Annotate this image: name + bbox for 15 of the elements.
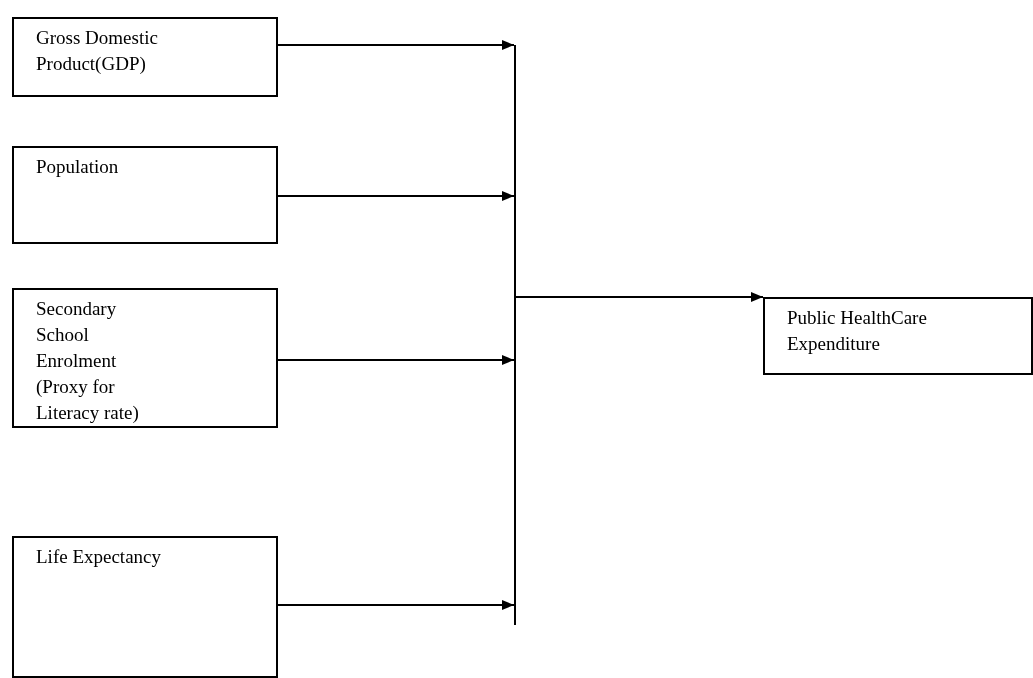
box-label: Secondary School Enrolment (Proxy for Literacy rate) [36, 297, 140, 425]
arrow [277, 40, 515, 50]
box-label: Public HealthCare Expenditure [787, 306, 928, 356]
text-box [12, 536, 278, 678]
arrow [515, 292, 764, 302]
arrow [277, 191, 515, 201]
text-box [763, 297, 1033, 375]
box-label: Gross Domestic Product(GDP) [36, 26, 159, 76]
text-box [12, 288, 278, 428]
arrow [277, 600, 515, 610]
text-box [12, 17, 278, 97]
box-label: Population [36, 155, 120, 179]
arrow [277, 355, 515, 365]
text-box [12, 146, 278, 244]
box-label: Life Expectancy [36, 545, 162, 569]
